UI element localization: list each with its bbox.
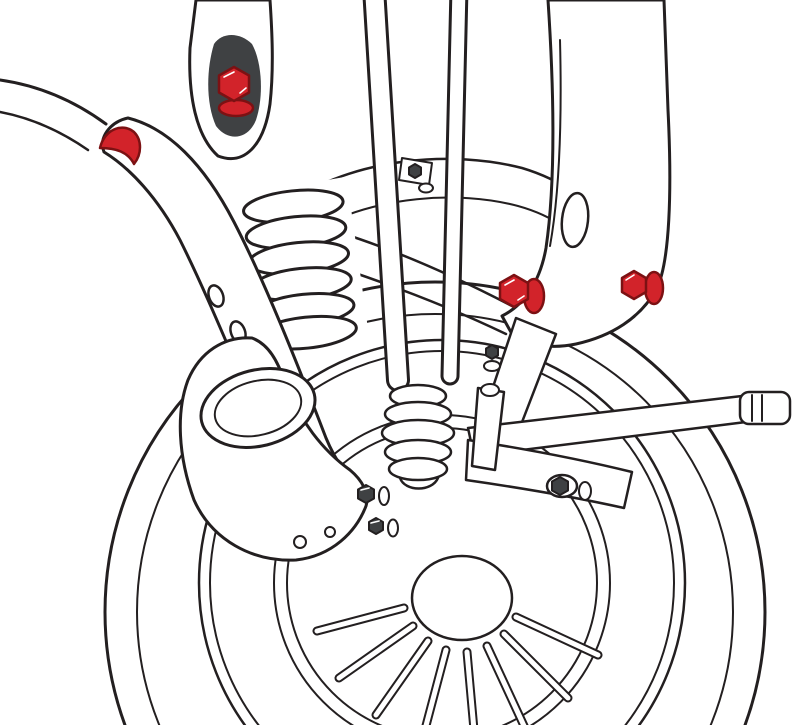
lower-arm-bushing xyxy=(545,473,592,501)
tire xyxy=(103,280,767,725)
caliper-bolt-lower xyxy=(368,517,399,538)
knuckle-hub-bore xyxy=(199,367,317,449)
wheel-hub xyxy=(410,554,514,642)
mount-bracket xyxy=(188,0,274,160)
arm-hole-upper xyxy=(207,284,225,308)
incoming-arm xyxy=(0,78,108,152)
toe-link-end xyxy=(738,390,792,426)
knuckle-hole-1 xyxy=(293,535,307,549)
caliper-bolt-hex-1 xyxy=(357,484,375,504)
caliper-bolt-hex-2 xyxy=(368,517,384,535)
lower-arm xyxy=(464,438,634,510)
stabilizer-washer xyxy=(483,360,501,372)
cv-axle-boot xyxy=(380,383,456,490)
strut-clamp xyxy=(398,157,434,194)
frame-slot xyxy=(560,191,590,249)
caliper-washer-1 xyxy=(378,486,390,506)
strut-rod-right xyxy=(440,0,469,386)
cam-bolt-center xyxy=(498,273,546,315)
caliper-washer-2 xyxy=(387,518,399,538)
wheel-spokes xyxy=(312,603,603,725)
caliper-bolt-upper xyxy=(357,484,390,506)
stabilizer-bolt-hex xyxy=(485,344,499,360)
clamp-bolt-hex xyxy=(408,163,422,179)
coil-spring xyxy=(237,176,371,363)
clamp-washer xyxy=(418,182,434,194)
tire-outer-edge xyxy=(103,280,767,725)
tire-inner-edge xyxy=(136,313,734,725)
steering-knuckle xyxy=(178,336,369,562)
strut-rod-left xyxy=(362,0,410,392)
bushing-washer xyxy=(578,481,592,501)
cam-bolt-right-flange xyxy=(643,270,665,306)
cam-bolt-right xyxy=(620,269,665,306)
bushing-bolt-hex xyxy=(551,476,569,496)
stabilizer-link xyxy=(470,344,506,472)
cam-bolt-washer xyxy=(217,98,255,118)
knuckle-hole-2 xyxy=(324,526,336,538)
toe-link xyxy=(466,390,792,458)
red-bushing-crescent xyxy=(98,126,142,166)
cam-bolt-top-left xyxy=(217,65,255,118)
